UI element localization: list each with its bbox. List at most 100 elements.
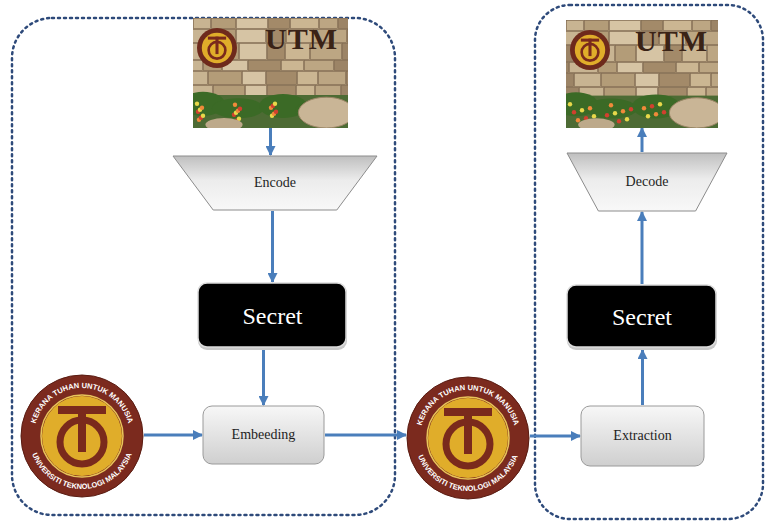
logo-ring-text: KERANA TUHAN UNTUK MANUSIA [415, 383, 521, 427]
trapezoid-outline [173, 156, 377, 210]
secret-box-outline [567, 285, 716, 347]
flower [617, 119, 621, 123]
logo-ring-text: UNIVERSITI TEKNOLOGI MALAYSIA [30, 451, 134, 491]
flower [195, 102, 199, 106]
codec-trapezoid: Encode [172, 155, 378, 211]
logo-ring-text: KERANA TUHAN UNTUK MANUSIA [29, 381, 135, 425]
box-shadow [567, 286, 717, 350]
stone-block [712, 21, 719, 31]
logo-inner-line [427, 397, 509, 479]
stone-block [644, 63, 676, 73]
box-label: Secret [612, 304, 672, 331]
stone-block [267, 72, 297, 85]
box-label: Extraction [613, 428, 671, 444]
flow-arrow [641, 350, 644, 405]
flower [650, 104, 654, 108]
flower [646, 114, 650, 118]
stone-block [343, 44, 349, 60]
flower [568, 102, 572, 106]
stone-block [566, 63, 569, 73]
stone-block [602, 74, 635, 87]
stone-block [347, 72, 349, 85]
flower [200, 106, 204, 110]
codec-trapezoid: Decode [566, 152, 728, 212]
stone-block [616, 46, 636, 62]
bush [212, 98, 264, 118]
flower [625, 117, 629, 121]
flow-arrow [325, 434, 406, 437]
flower [642, 106, 646, 110]
stone-block [691, 74, 711, 87]
rock [578, 118, 614, 128]
logo-circle: KERANA TUHAN UNTUK MANUSIA UNIVERSITI TEK… [406, 376, 530, 500]
rock [298, 97, 348, 128]
bush [585, 99, 637, 119]
flow-arrow [641, 128, 644, 152]
stone-block [660, 74, 690, 87]
stone-block [700, 63, 719, 73]
emblem-stem [215, 37, 218, 54]
stone-block [237, 30, 266, 43]
flower [654, 112, 658, 116]
logo-circle: KERANA TUHAN UNTUK MANUSIA UNIVERSITI TEK… [20, 374, 144, 498]
logo-shape: KERANA TUHAN UNTUK MANUSIA UNIVERSITI TEK… [20, 374, 144, 498]
flower [238, 107, 242, 111]
emblem-stem [588, 39, 591, 56]
sign-text: UTM [265, 24, 338, 54]
stone-block [212, 19, 236, 29]
stone-block [249, 61, 281, 71]
emblem-stem [78, 406, 86, 452]
emblem-stem [464, 408, 472, 454]
stone-block [575, 74, 601, 87]
flow-arrow [530, 435, 580, 438]
wall-emblem [570, 30, 610, 70]
flower [233, 103, 237, 107]
stone-block [618, 63, 643, 73]
photo-image: UTM [566, 20, 718, 128]
flower [201, 114, 205, 118]
flower [613, 111, 617, 115]
dotted-region [535, 5, 763, 519]
stone-block [677, 63, 699, 73]
photo-image: UTM [193, 18, 348, 128]
process-box-outline [581, 406, 704, 466]
stone-block [566, 74, 574, 87]
box-label: Embeeding [232, 427, 296, 443]
flow-arrow [269, 128, 272, 155]
process-box: Embeeding [202, 405, 325, 465]
emblem-disc [202, 33, 232, 63]
stone-block [335, 61, 349, 71]
stone-block [339, 19, 349, 29]
secret-box: Secret [566, 284, 718, 350]
rock [205, 118, 242, 128]
flow-arrow [271, 211, 274, 282]
stone-block [567, 21, 584, 31]
logo-inner-line [41, 395, 123, 477]
process-box: Extraction [580, 405, 705, 467]
emblem-disc [428, 398, 508, 478]
flower [621, 109, 625, 113]
flow-arrow [641, 212, 644, 284]
stone-block [237, 19, 268, 29]
flower [274, 110, 278, 114]
logo-ring-text: UNIVERSITI TEKNOLOGI MALAYSIA [416, 453, 520, 493]
process-box-outline [203, 406, 324, 464]
sign-text: UTM [635, 26, 708, 56]
secret-box: Secret [197, 282, 348, 350]
stone-block [585, 21, 609, 31]
stone-block [712, 74, 719, 87]
stone-block [305, 61, 334, 71]
flower [576, 118, 580, 122]
flower [629, 107, 633, 111]
logo-shape: KERANA TUHAN UNTUK MANUSIA UNIVERSITI TEK… [406, 376, 530, 500]
stone-block [243, 72, 266, 85]
wall-emblem [197, 28, 237, 68]
stone-block [610, 32, 639, 45]
dotted-region [12, 18, 395, 515]
stone-block [282, 61, 304, 71]
logo-ring [407, 377, 529, 499]
flower [605, 113, 609, 117]
rock [669, 98, 718, 128]
stone-block [193, 72, 208, 85]
box-label: Secret [243, 303, 303, 330]
